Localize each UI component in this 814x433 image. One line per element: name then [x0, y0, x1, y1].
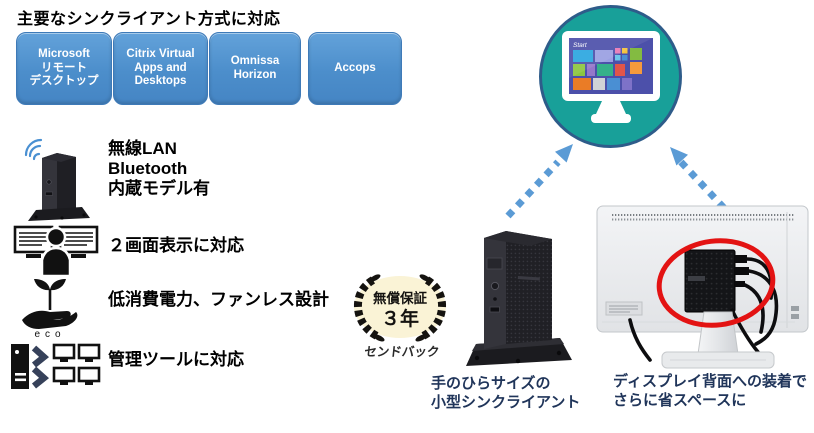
caption-device: 手のひらサイズの 小型シンクライアント [431, 375, 581, 411]
protocol-label: Desktops [134, 75, 187, 88]
protocol-label: Omnissa [230, 55, 280, 67]
protocol-label: デスクトップ [29, 75, 99, 88]
monitor-back-image [596, 205, 809, 369]
feature-text-wireless: 無線LAN Bluetooth 内蔵モデル有 [108, 139, 210, 198]
warranty-title: 無償保証 [373, 290, 427, 306]
dotted-arrow-left-icon [505, 144, 573, 219]
protocol-badge-omnissa: Omnissa Horizon [209, 32, 301, 105]
protocol-label: Microsoft [38, 48, 90, 61]
protocol-label: Apps and [134, 61, 187, 74]
protocol-badge-citrix: Citrix Virtual Apps and Desktops [113, 32, 208, 105]
protocol-label: Accops [334, 61, 376, 74]
protocol-badge-accops: Accops [308, 32, 402, 105]
dual-display-user-icon [13, 225, 99, 276]
feature-text-eco: 低消費電力、ファンレス設計 [108, 290, 329, 309]
screen-start-label: Start [573, 42, 588, 49]
caption-display: ディスプレイ背面への装着で さらに省スペースに [613, 373, 807, 409]
warranty-note: センドバック [363, 345, 441, 359]
page-title: 主要なシンクライアント方式に対応 [17, 11, 281, 28]
highlight-red-circle [656, 238, 776, 328]
warranty-badge: 無償保証 ３年 [353, 274, 447, 342]
management-tools-icon [11, 343, 101, 389]
warranty-years: ３年 [381, 307, 419, 330]
wireless-thin-client-icon [24, 138, 90, 221]
protocol-badge-microsoft: Microsoft リモート デスクトップ [16, 32, 112, 105]
server-cloud-circle: Start [539, 5, 682, 148]
feature-text-management: 管理ツールに対応 [108, 350, 244, 369]
protocol-label: Horizon [233, 68, 277, 81]
eco-hand-sprout-icon: eco [22, 279, 78, 338]
cloud-monitor-icon: Start [562, 31, 660, 123]
thin-client-image [466, 231, 572, 366]
protocol-label: Citrix Virtual [126, 48, 195, 61]
eco-label: eco [34, 329, 65, 338]
protocol-label: リモート [41, 61, 87, 74]
dotted-arrow-right-icon [670, 147, 727, 211]
screen-tiles [573, 48, 642, 90]
feature-text-dual-display: ２画面表示に対応 [108, 236, 244, 255]
